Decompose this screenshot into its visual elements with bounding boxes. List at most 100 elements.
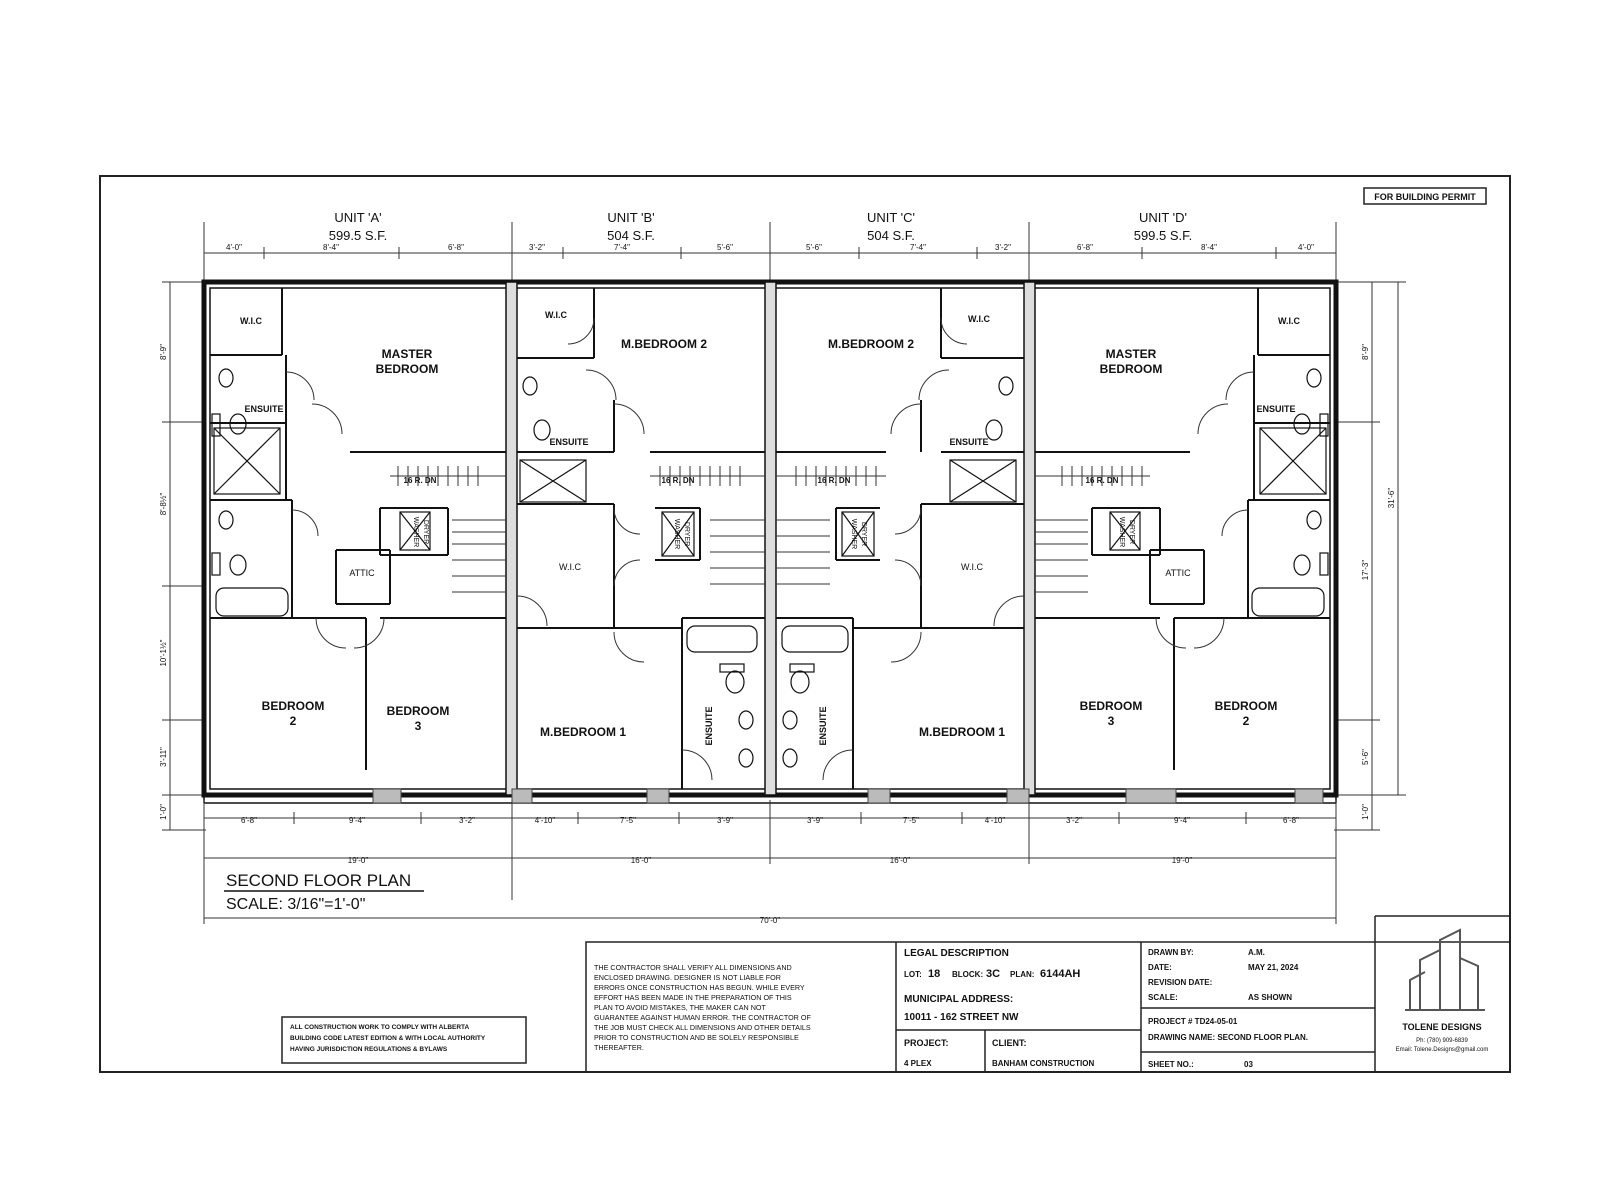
room-a-attic: ATTIC	[349, 568, 375, 578]
dim-top-6: 5'-6"	[717, 243, 733, 252]
room-b-wic-top: W.I.C	[545, 310, 567, 320]
permit-stamp: FOR BUILDING PERMIT	[1374, 192, 1476, 202]
project-label: PROJECT:	[904, 1038, 949, 1048]
unit-b-walls	[517, 288, 765, 789]
dim-bottom-5: 7'-5"	[620, 816, 636, 825]
room-d-bed2-line1: BEDROOM	[1215, 699, 1278, 713]
sheet-no-value: 03	[1244, 1060, 1253, 1069]
room-a-washer: WASHER	[412, 517, 419, 547]
room-b-stairs: 16 R. DN	[662, 476, 695, 485]
right-dimension-string	[1334, 281, 1406, 831]
scale-label: SCALE:	[1148, 993, 1178, 1002]
dim-right-5: 1'-0"	[1361, 804, 1370, 820]
code-note-line2: BUILDING CODE LATEST EDITION & WITH LOCA…	[290, 1035, 486, 1042]
dim-top-10: 6'-8"	[1077, 243, 1093, 252]
dim-top-2: 8'-4"	[323, 243, 339, 252]
room-a-bed2-line2: 2	[290, 714, 297, 728]
dim-right-4: 5'-6"	[1361, 749, 1370, 765]
room-d-attic: ATTIC	[1165, 568, 1191, 578]
unit-b-doors	[516, 317, 713, 781]
disclaimer-line2: ENCLOSED DRAWING. DESIGNER IS NOT LIABLE…	[594, 973, 781, 982]
dim-bottom-6: 3'-9"	[717, 816, 733, 825]
disclaimer-line6: GUARANTEE AGAINST HUMAN ERROR. THE CONTR…	[594, 1013, 811, 1022]
unit-d-fixtures	[1109, 368, 1329, 617]
permit-stamp-box	[1363, 187, 1487, 205]
right-dimension-labels: 8'-9" 31'-6" 17'-3" 5'-6" 1'-0"	[1361, 344, 1396, 820]
unit-d-walls	[1035, 288, 1330, 770]
dim-left-3: 10'-1½"	[159, 639, 168, 666]
room-c-washer: WASHER	[850, 519, 857, 549]
room-b-washer: WASHER	[673, 519, 680, 549]
dim-bottom-7: 3'-9"	[807, 816, 823, 825]
company-name: TOLENE DESIGNS	[1402, 1022, 1481, 1032]
unit-a-stairs	[390, 466, 506, 593]
room-d-bed3-line2: 3	[1108, 714, 1115, 728]
room-c-wic-mid: W.I.C	[961, 562, 983, 572]
room-b-ensuite-top: ENSUITE	[549, 437, 588, 447]
dim-unit-a-width: 19'-0"	[348, 856, 369, 865]
company-email: Email: Tolene.Designs@gmail.com	[1396, 1047, 1489, 1053]
drawing-title: SECOND FLOOR PLAN	[226, 871, 411, 890]
drawing-name: DRAWING NAME: SECOND FLOOR PLAN.	[1148, 1033, 1308, 1042]
legal-plan-label: PLAN:	[1010, 970, 1034, 979]
disclaimer-line1: THE CONTRACTOR SHALL VERIFY ALL DIMENSIO…	[594, 963, 792, 972]
date-label: DATE:	[1148, 963, 1172, 972]
unit-c-walls	[776, 288, 1024, 789]
client-label: CLIENT:	[992, 1038, 1027, 1048]
legal-heading: LEGAL DESCRIPTION	[904, 948, 1009, 959]
room-d-stairs: 16 R. DN	[1086, 476, 1119, 485]
unit-b-labels: M.BEDROOM 2 M.BEDROOM 1 ENSUITE ENSUITE …	[540, 310, 714, 746]
room-d-washer: WASHER	[1118, 517, 1125, 547]
room-d-bed3-line1: BEDROOM	[1080, 699, 1143, 713]
disclaimer-line9: THEREAFTER.	[594, 1043, 644, 1052]
room-d-master-line2: BEDROOM	[1100, 362, 1163, 376]
dim-overall-width: 70'-0"	[760, 916, 781, 925]
disclaimer-line7: THE JOB MUST CHECK ALL DIMENSIONS AND OT…	[594, 1023, 811, 1032]
room-b-mbed2: M.BEDROOM 2	[621, 337, 707, 351]
left-dimension-string	[162, 281, 206, 831]
room-a-wic: W.I.C	[240, 316, 262, 326]
unit-a-fixtures	[211, 368, 431, 617]
address-value: 10011 - 162 STREET NW	[904, 1012, 1019, 1023]
dim-bottom-3: 3'-2"	[459, 816, 475, 825]
drawn-by-label: DRAWN BY:	[1148, 948, 1194, 957]
dim-unit-b-width: 16'-0"	[631, 856, 652, 865]
dim-bottom-10: 3'-2"	[1066, 816, 1082, 825]
dim-bottom-2: 9'-4"	[349, 816, 365, 825]
top-dimension-string	[203, 222, 1337, 290]
room-d-master-line1: MASTER	[1106, 347, 1157, 361]
disclaimer-line5: PLAN TO AVOID MISTAKES, THE MAKER CAN NO…	[594, 1003, 766, 1012]
room-d-ensuite: ENSUITE	[1256, 404, 1295, 414]
dim-top-7: 5'-6"	[806, 243, 822, 252]
room-c-dryer: DRYER	[860, 522, 867, 546]
title-block	[585, 915, 1511, 1073]
drawing-scale: SCALE: 3/16"=1'-0"	[226, 896, 365, 913]
room-c-wic-top: W.I.C	[968, 314, 990, 324]
dim-top-1: 4'-0"	[226, 243, 242, 252]
disclaimer-line4: EFFORT HAS BEEN MADE IN THE PREPARATION …	[594, 993, 792, 1002]
room-a-master-line1: MASTER	[382, 347, 433, 361]
dim-bottom-4: 4'-10"	[535, 816, 556, 825]
room-a-bed3-line1: BEDROOM	[387, 704, 450, 718]
unit-c-fixtures	[781, 376, 1017, 768]
dim-top-3: 6'-8"	[448, 243, 464, 252]
room-a-stairs: 16 R. DN	[404, 476, 437, 485]
date-value: MAY 21, 2024	[1248, 963, 1299, 972]
unit-c-doors	[822, 317, 1025, 781]
dim-bottom-11: 9'-4"	[1174, 816, 1190, 825]
room-c-ensuite-top: ENSUITE	[949, 437, 988, 447]
unit-a-area: 599.5 S.F.	[329, 228, 388, 243]
dim-right-3: 17'-3"	[1361, 560, 1370, 581]
left-dimension-labels: 8'-9" 8'-8½" 10'-1½" 3'-11" 1'-0"	[159, 344, 168, 820]
revision-date-label: REVISION DATE:	[1148, 978, 1212, 987]
room-a-bed2-line1: BEDROOM	[262, 699, 325, 713]
dim-left-5: 1'-0"	[159, 804, 168, 820]
unit-d-name: UNIT 'D'	[1139, 210, 1187, 225]
room-b-dryer: DRYER	[683, 522, 690, 546]
room-d-dryer: DRYER	[1128, 520, 1135, 544]
unit-b-fixtures	[519, 376, 758, 768]
legal-block-value: 3C	[986, 968, 1000, 980]
unit-headers: UNIT 'A' 599.5 S.F. UNIT 'B' 504 S.F. UN…	[329, 210, 1193, 243]
code-note-line1: ALL CONSTRUCTION WORK TO COMPLY WITH ALB…	[290, 1024, 470, 1031]
